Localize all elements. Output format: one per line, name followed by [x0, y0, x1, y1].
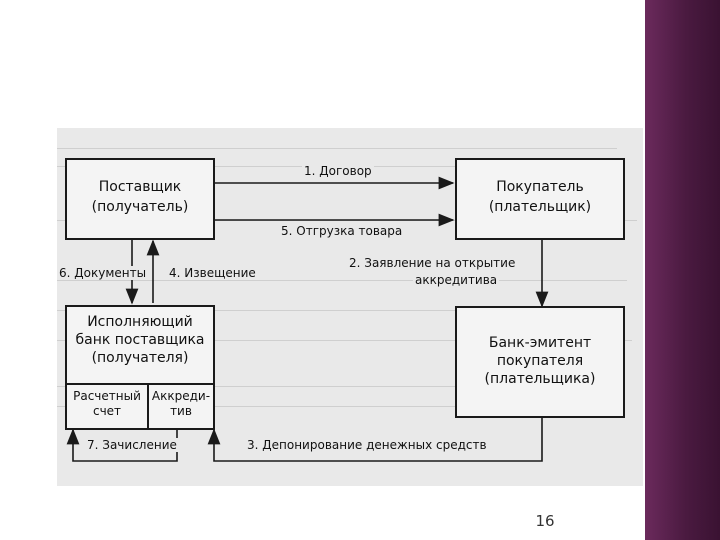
node-buyer-subtitle: (плательщик): [488, 199, 592, 215]
node-buyer-title: Покупатель: [496, 179, 584, 195]
executing-bank-divider: [67, 383, 213, 385]
letter-of-credit-line2: тив: [170, 404, 192, 418]
label-flow-5: 5. Отгрузка товара: [279, 224, 405, 238]
letter-of-credit-line1: Аккреди-: [151, 389, 211, 403]
node-issuing-bank-line3: (плательщика): [484, 371, 596, 387]
node-executing-bank: Исполняющий банк поставщика (получателя)…: [65, 305, 215, 430]
settlement-account-line2: счет: [92, 404, 122, 418]
node-executing-bank-line1: Исполняющий: [87, 314, 193, 330]
node-issuing-bank: Банк-эмитент покупателя (плательщика): [455, 306, 625, 418]
scan-noise-line: [57, 148, 617, 149]
label-flow-7: 7. Зачисление: [85, 438, 179, 452]
node-supplier-subtitle: (получатель): [91, 199, 189, 215]
node-supplier-title: Поставщик: [98, 179, 182, 195]
label-flow-1: 1. Договор: [302, 164, 374, 178]
node-issuing-bank-line2: покупателя: [496, 353, 584, 369]
scanned-diagram: Поставщик (получатель) Покупатель (плате…: [57, 128, 643, 486]
executing-bank-subdivider: [147, 383, 149, 428]
settlement-account-line1: Расчетный: [73, 389, 141, 403]
label-flow-2-line2: аккредитива: [413, 273, 500, 287]
scan-noise-line: [57, 310, 617, 311]
arrow-deposit: [207, 418, 543, 462]
node-buyer: Покупатель (плательщик): [455, 158, 625, 240]
node-supplier: Поставщик (получатель): [65, 158, 215, 240]
node-issuing-bank-line1: Банк-эмитент: [488, 335, 592, 351]
label-flow-6: 6. Документы: [57, 266, 149, 280]
label-flow-2-line1: 2. Заявление на открытие: [347, 256, 518, 270]
scan-noise-line: [57, 280, 627, 281]
accent-sidebar: [645, 0, 720, 540]
scan-noise-line: [57, 406, 622, 407]
node-executing-bank-line3: (получателя): [91, 350, 189, 366]
page-number: 16: [535, 512, 555, 530]
label-flow-3: 3. Депонирование денежных средств: [245, 438, 489, 452]
scan-noise-line: [57, 340, 632, 341]
label-flow-4: 4. Извещение: [167, 266, 258, 280]
node-executing-bank-line2: банк поставщика: [75, 332, 205, 348]
scan-noise-line: [57, 386, 607, 387]
